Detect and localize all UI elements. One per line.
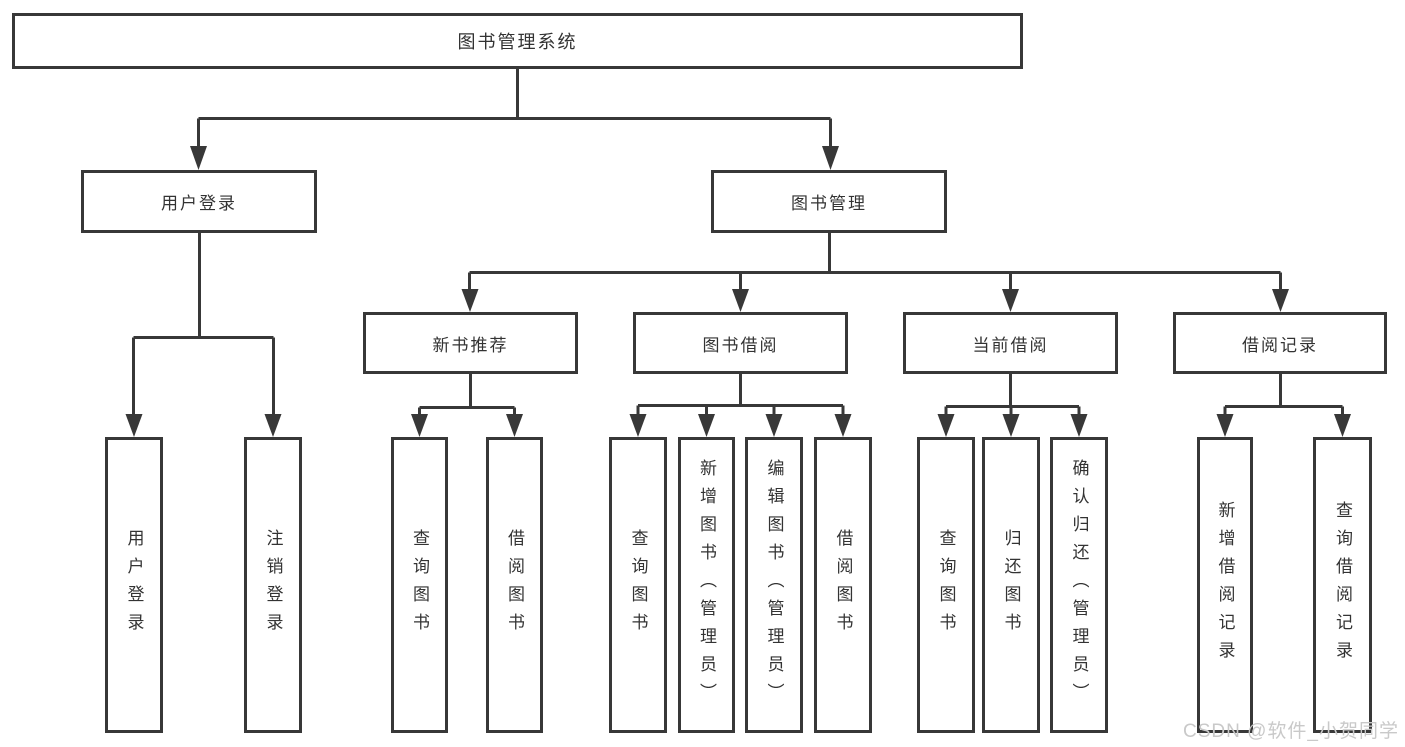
node-label: 编辑图书（管理员） [764, 459, 784, 711]
arrowhead-icon [937, 414, 955, 437]
node-label: 确认归还（管理员） [1069, 459, 1089, 711]
node-label: 归还图书 [1001, 529, 1021, 641]
node-current-borrow: 当前借阅 [903, 312, 1118, 374]
arrowhead-icon [264, 414, 282, 437]
connector-book-borrow-split [636, 374, 845, 416]
node-label: 用户登录 [161, 194, 237, 213]
connector-user-login-split [132, 233, 275, 416]
arrowhead-icon [190, 146, 207, 170]
node-label: 用户登录 [124, 529, 144, 641]
node-label: 当前借阅 [972, 335, 1049, 355]
node-label: 查询借阅记录 [1333, 501, 1352, 669]
node-label: 借阅图书 [833, 529, 853, 641]
node-label: 图书管理 [791, 194, 867, 213]
node-borrow-records: 借阅记录 [1173, 312, 1387, 374]
arrowhead-icon [822, 146, 839, 170]
arrowhead-icon [629, 414, 647, 437]
arrowhead-icon [411, 414, 428, 437]
leaf-borrow-books: 借阅图书 [814, 437, 872, 733]
node-label: 借阅记录 [1242, 335, 1318, 355]
leaf-borrow-books-recommend: 借阅图书 [486, 437, 543, 733]
arrowhead-icon [732, 289, 749, 312]
node-label: 借阅图书 [505, 529, 524, 641]
arrowhead-icon [461, 289, 479, 312]
node-label: 查询图书 [628, 529, 648, 641]
arrowhead-icon [834, 414, 852, 437]
node-label: 图书管理系统 [457, 32, 578, 52]
leaf-query-books-recommend: 查询图书 [391, 437, 448, 733]
leaf-logout: 注销登录 [244, 437, 302, 733]
node-new-book-recommend: 新书推荐 [363, 312, 578, 374]
node-label: 新书推荐 [432, 335, 509, 355]
connector-new-book-split [418, 374, 516, 416]
arrowhead-icon [1216, 414, 1234, 437]
arrowhead-icon [1002, 414, 1020, 437]
connector-root-split [197, 69, 832, 148]
leaf-query-books-borrow: 查询图书 [609, 437, 667, 733]
arrowhead-icon [125, 414, 143, 437]
node-label: 图书借阅 [702, 335, 779, 355]
leaf-add-books-admin: 新增图书（管理员） [678, 437, 735, 733]
arrowhead-icon [1272, 289, 1289, 312]
node-user-login: 用户登录 [81, 170, 317, 233]
arrowhead-icon [1002, 289, 1019, 312]
arrowhead-icon [506, 414, 523, 437]
node-label: 注销登录 [263, 529, 283, 641]
arrowhead-icon [698, 414, 715, 437]
connector-book-management-split [468, 233, 1282, 291]
node-label: 新增图书（管理员） [697, 459, 716, 711]
leaf-return-books: 归还图书 [982, 437, 1040, 733]
node-library-system: 图书管理系统 [12, 13, 1023, 69]
leaf-edit-books-admin: 编辑图书（管理员） [745, 437, 803, 733]
node-label: 查询图书 [410, 529, 429, 641]
node-book-borrow: 图书借阅 [633, 312, 848, 374]
node-book-management: 图书管理 [711, 170, 947, 233]
leaf-query-books-current: 查询图书 [917, 437, 975, 733]
leaf-add-borrow-record: 新增借阅记录 [1197, 437, 1253, 733]
leaf-query-borrow-record: 查询借阅记录 [1313, 437, 1372, 733]
node-label: 新增借阅记录 [1215, 501, 1235, 669]
arrowhead-icon [1070, 414, 1088, 437]
arrowhead-icon [1334, 414, 1351, 437]
leaf-user-login: 用户登录 [105, 437, 163, 733]
node-label: 查询图书 [936, 529, 956, 641]
arrowhead-icon [765, 414, 783, 437]
csdn-watermark: CSDN @软件_小贺同学 [1183, 721, 1399, 742]
leaf-confirm-return-admin: 确认归还（管理员） [1050, 437, 1108, 733]
connector-current-borrow-split [944, 374, 1081, 416]
connector-borrow-records-split [1223, 374, 1344, 416]
